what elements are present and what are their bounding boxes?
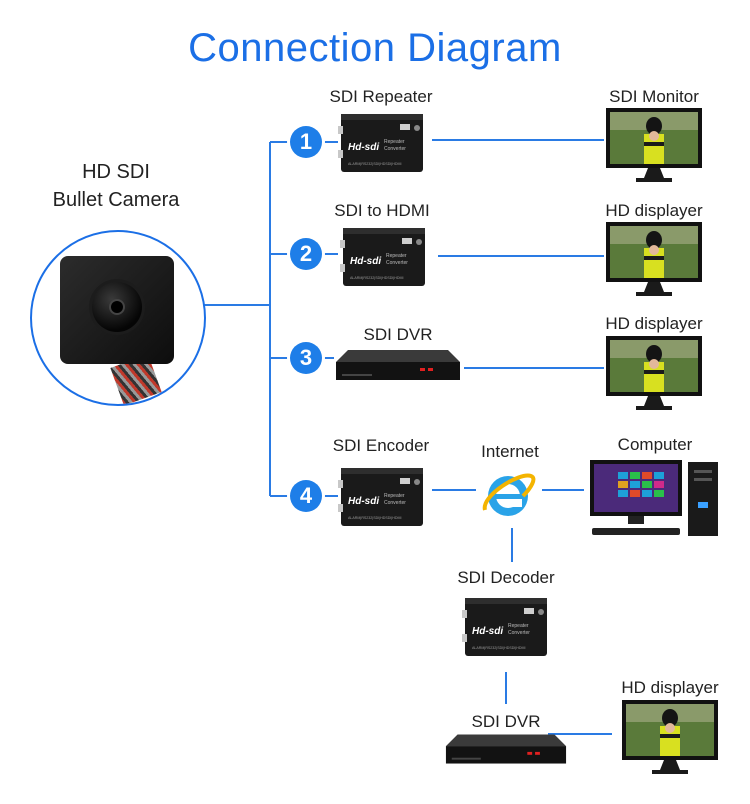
sdi-encoder-device: Hd-sdi Repeater Converter ALARM|RS232|SD… <box>338 468 423 526</box>
sdi-repeater-device: Hd-sdi Repeater Converter ALARM|RS232|SD… <box>338 114 423 172</box>
device-line1-5: Repeater <box>508 623 529 629</box>
label-sdi-repeater: SDI Repeater <box>329 87 433 106</box>
device-brand-1: Hd-sdi <box>348 142 379 153</box>
device-bottom-4: ALARM|RS232|SDI|HDSDI|HDMI <box>348 516 401 520</box>
badge-3: 3 <box>290 342 322 374</box>
label-hd-displayer-2: HD displayer <box>605 201 703 220</box>
label-hd-displayer-bottom: HD displayer <box>621 678 719 697</box>
monitor-icon-bottom <box>622 700 718 774</box>
label-sdi-to-hdmi: SDI to HDMI <box>334 201 430 220</box>
sdi-decoder-device: Hd-sdi Repeater Converter ALARM|RS232|SD… <box>462 598 547 656</box>
device-brand-4: Hd-sdi <box>348 496 379 507</box>
camera-body <box>60 256 174 364</box>
camera-lens <box>92 282 142 332</box>
device-line1-2: Repeater <box>386 253 407 259</box>
device-bottom-5: ALARM|RS232|SDI|HDSDI|HDMI <box>472 646 525 650</box>
device-bottom-2: ALARM|RS232|SDI|HDSDI|HDMI <box>350 276 403 280</box>
camera-label-line2: Bullet Camera <box>52 189 180 211</box>
badge-4: 4 <box>290 480 322 512</box>
device-bottom-1: ALARM|RS232|SDI|HDSDI|HDMI <box>348 162 401 166</box>
label-hd-displayer-3: HD displayer <box>605 314 703 333</box>
label-sdi-dvr-3: SDI DVR <box>363 325 433 344</box>
camera-label: HD SDI Bullet Camera <box>53 158 180 214</box>
camera-label-line1: HD SDI <box>82 161 150 183</box>
sdi-dvr-bottom-device <box>445 734 567 764</box>
device-brand-2: Hd-sdi <box>350 256 381 267</box>
label-sdi-dvr-bottom: SDI DVR <box>471 712 541 731</box>
sdi-dvr-device <box>336 350 460 380</box>
label-sdi-monitor: SDI Monitor <box>609 87 699 106</box>
device-brand-5: Hd-sdi <box>472 626 503 637</box>
monitor-icon-1 <box>606 108 702 182</box>
internet-explorer-icon <box>482 473 536 516</box>
device-line1-4: Repeater <box>384 493 405 499</box>
camera-icon <box>30 230 206 406</box>
page-title: Connection Diagram <box>188 26 562 70</box>
device-line2-2: Converter <box>386 260 408 266</box>
label-sdi-decoder: SDI Decoder <box>457 568 555 587</box>
label-internet: Internet <box>481 442 539 461</box>
device-line1-1: Repeater <box>384 139 405 145</box>
monitor-icon-3 <box>606 336 702 410</box>
badge-2: 2 <box>290 238 322 270</box>
monitor-icon-2 <box>606 222 702 296</box>
device-line2-5: Converter <box>508 630 530 636</box>
label-sdi-encoder: SDI Encoder <box>332 436 430 455</box>
computer-icon <box>590 460 718 536</box>
device-line2-1: Converter <box>384 146 406 152</box>
sdi-to-hdmi-device: Hd-sdi Repeater Converter ALARM|RS232|SD… <box>340 228 425 286</box>
label-computer: Computer <box>617 435 693 454</box>
badge-1: 1 <box>290 126 322 158</box>
device-line2-4: Converter <box>384 500 406 506</box>
